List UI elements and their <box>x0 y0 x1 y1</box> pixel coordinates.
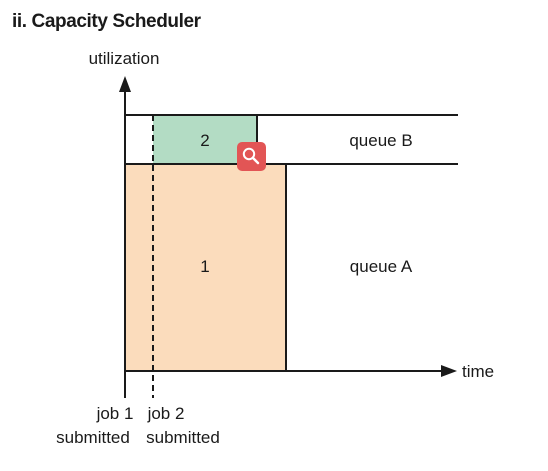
job-1-event-label-line1: job 1 <box>96 404 134 423</box>
magnifier-icon <box>242 147 260 165</box>
zoom-button-background[interactable] <box>237 142 266 171</box>
y-axis-arrowhead <box>119 76 131 92</box>
job-2-label: 2 <box>200 131 209 150</box>
y-axis-label: utilization <box>89 49 160 68</box>
diagram-title: ii. Capacity Scheduler <box>12 11 202 32</box>
queue-a-label: queue A <box>350 257 413 276</box>
x-axis-arrowhead <box>441 365 457 377</box>
job-1-event-label-line2: submitted <box>56 428 130 447</box>
job-2-event-label-line1: job 2 <box>147 404 185 423</box>
job-2-event-label-line2: submitted <box>146 428 220 447</box>
job-1-block <box>125 164 286 371</box>
job-1-label: 1 <box>200 257 209 276</box>
zoom-button[interactable] <box>237 142 266 171</box>
queue-b-label: queue B <box>349 131 412 150</box>
x-axis-label: time <box>462 362 494 381</box>
